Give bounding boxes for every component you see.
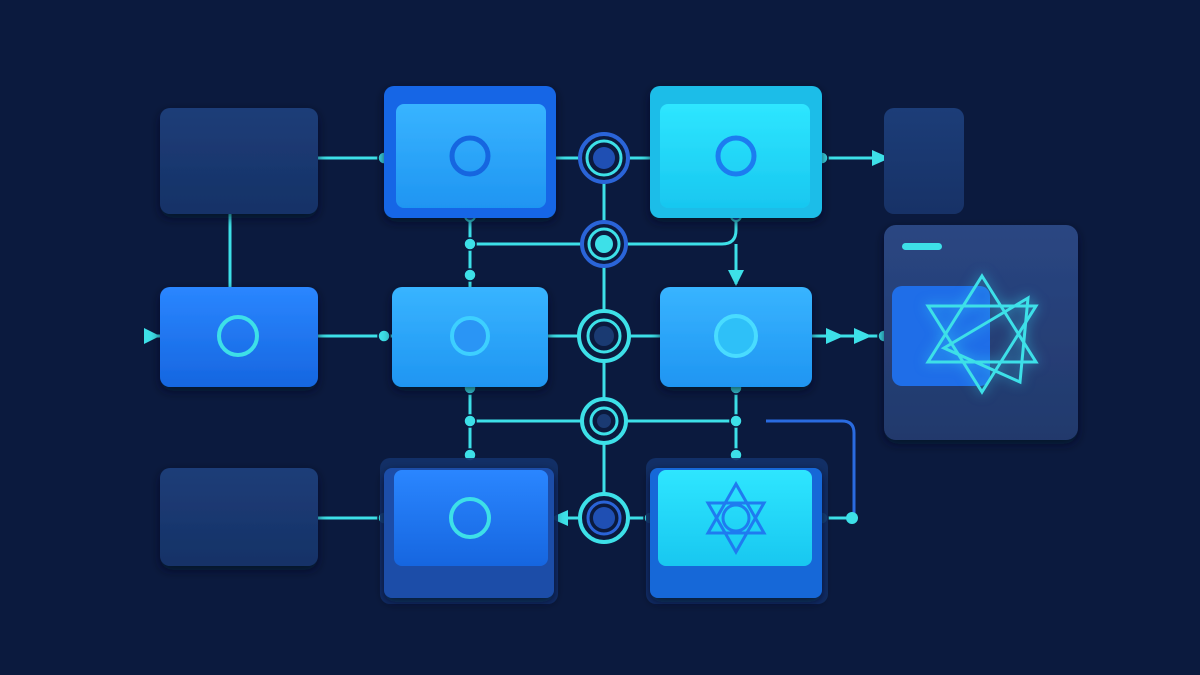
dot	[377, 329, 391, 343]
dot	[463, 237, 477, 251]
circle-icon	[715, 135, 757, 177]
panel-inner-tile	[892, 286, 990, 386]
dot-loop-end	[846, 512, 858, 524]
star-of-david-icon	[925, 273, 1039, 395]
connector-loop-back	[766, 419, 856, 518]
junction-middle[interactable]	[577, 309, 631, 363]
arrow-top-right-out	[872, 150, 890, 166]
junction-lower[interactable]	[580, 397, 628, 445]
node-bottom-left-placeholder[interactable]	[160, 468, 318, 566]
arrow-middle-right-out-2	[854, 328, 872, 344]
output-panel[interactable]	[884, 225, 1078, 440]
arrowheads	[144, 150, 890, 526]
star-icon	[705, 480, 767, 556]
circle-icon	[714, 314, 758, 358]
node-top-right[interactable]	[650, 86, 822, 218]
node-middle-center[interactable]	[392, 287, 548, 387]
dot	[463, 414, 477, 428]
node-top-far-right-placeholder[interactable]	[884, 108, 964, 214]
arrow-middle-right-out-1	[826, 328, 844, 344]
node-bottom-right[interactable]	[646, 458, 828, 604]
node-middle-right[interactable]	[660, 287, 812, 387]
arrow-into-middle-right	[728, 270, 744, 286]
node-top-left-placeholder[interactable]	[160, 108, 318, 214]
node-top-middle[interactable]	[384, 86, 556, 218]
arrow-into-bottom-middle	[550, 510, 568, 526]
node-bottom-middle[interactable]	[380, 458, 558, 604]
circle-icon	[450, 316, 490, 356]
panel-header-bar	[902, 243, 942, 250]
junction-bottom[interactable]	[578, 492, 630, 544]
dot	[729, 414, 743, 428]
dot	[463, 268, 477, 282]
circle-icon	[449, 497, 491, 539]
circle-icon	[217, 315, 259, 357]
circle-icon	[449, 135, 491, 177]
junction-upper[interactable]	[580, 220, 628, 268]
node-middle-left[interactable]	[160, 287, 318, 387]
arrow-input-middle-left	[144, 328, 160, 344]
connector-upper-bus-left	[468, 216, 582, 246]
junction-top[interactable]	[578, 132, 630, 184]
connector-upper-bus-right	[626, 216, 738, 246]
